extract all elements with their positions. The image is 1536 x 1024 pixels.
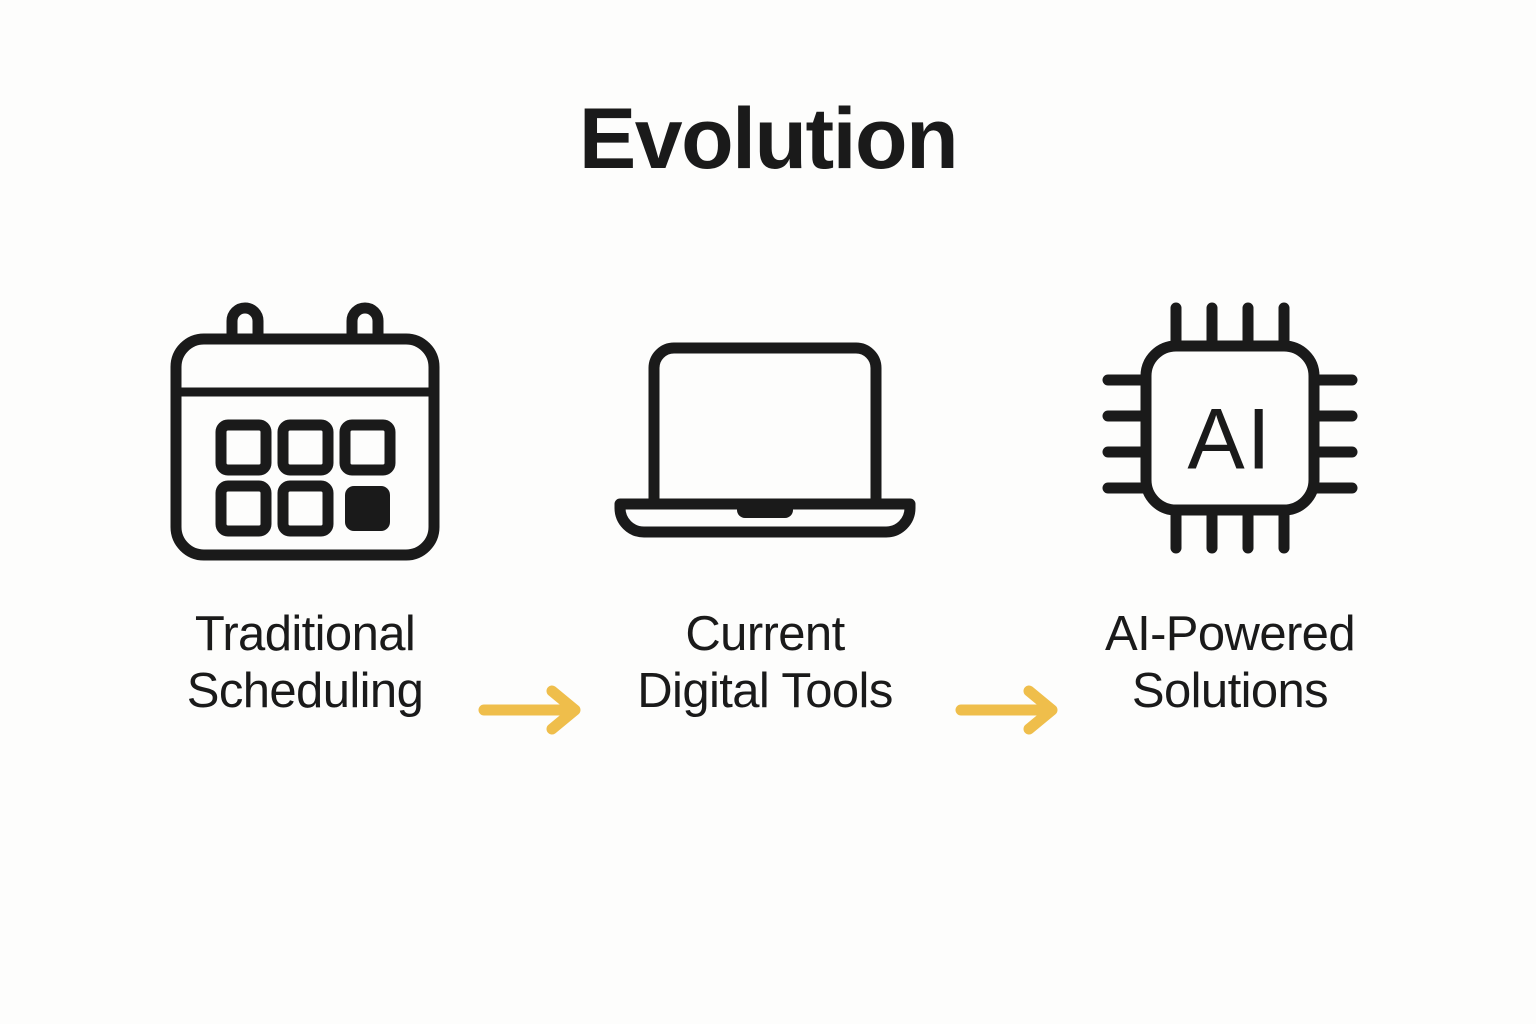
stage-label-line-2: Digital Tools <box>637 664 893 719</box>
stage-label-line-2: Scheduling <box>186 664 424 719</box>
laptop-icon-slot <box>595 278 935 578</box>
evolution-flow: Traditional Scheduling Current Digital T… <box>0 278 1536 778</box>
stage-ai-powered-solutions: AI AI-Powered Solutions <box>1060 278 1400 778</box>
calendar-icon <box>170 302 440 561</box>
chip-ai-text: AI <box>1187 392 1272 488</box>
connector-arrow-2 <box>955 682 1065 738</box>
stage-label-line-1: Current <box>685 607 845 661</box>
stage-label-current-digital-tools: Current Digital Tools <box>595 606 935 721</box>
ai-chip-icon: AI <box>1102 302 1358 554</box>
stage-traditional-scheduling: Traditional Scheduling <box>135 278 475 778</box>
stage-current-digital-tools: Current Digital Tools <box>595 278 935 778</box>
arrow-right-icon <box>955 685 1058 735</box>
stage-label-line-1: AI-Powered <box>1104 607 1356 661</box>
stage-label-line-2: Solutions <box>1131 664 1329 719</box>
stage-label-traditional-scheduling: Traditional Scheduling <box>135 606 475 721</box>
stage-label-line-1: Traditional <box>194 607 416 661</box>
connector-arrow-1 <box>478 682 588 738</box>
stage-label-ai-powered-solutions: AI-Powered Solutions <box>1060 606 1400 721</box>
laptop-icon <box>614 342 916 538</box>
calendar-icon-slot <box>135 278 475 578</box>
ai-chip-icon-slot: AI <box>1060 278 1400 578</box>
arrow-right-icon <box>478 685 581 735</box>
page-title: Evolution <box>578 91 959 187</box>
